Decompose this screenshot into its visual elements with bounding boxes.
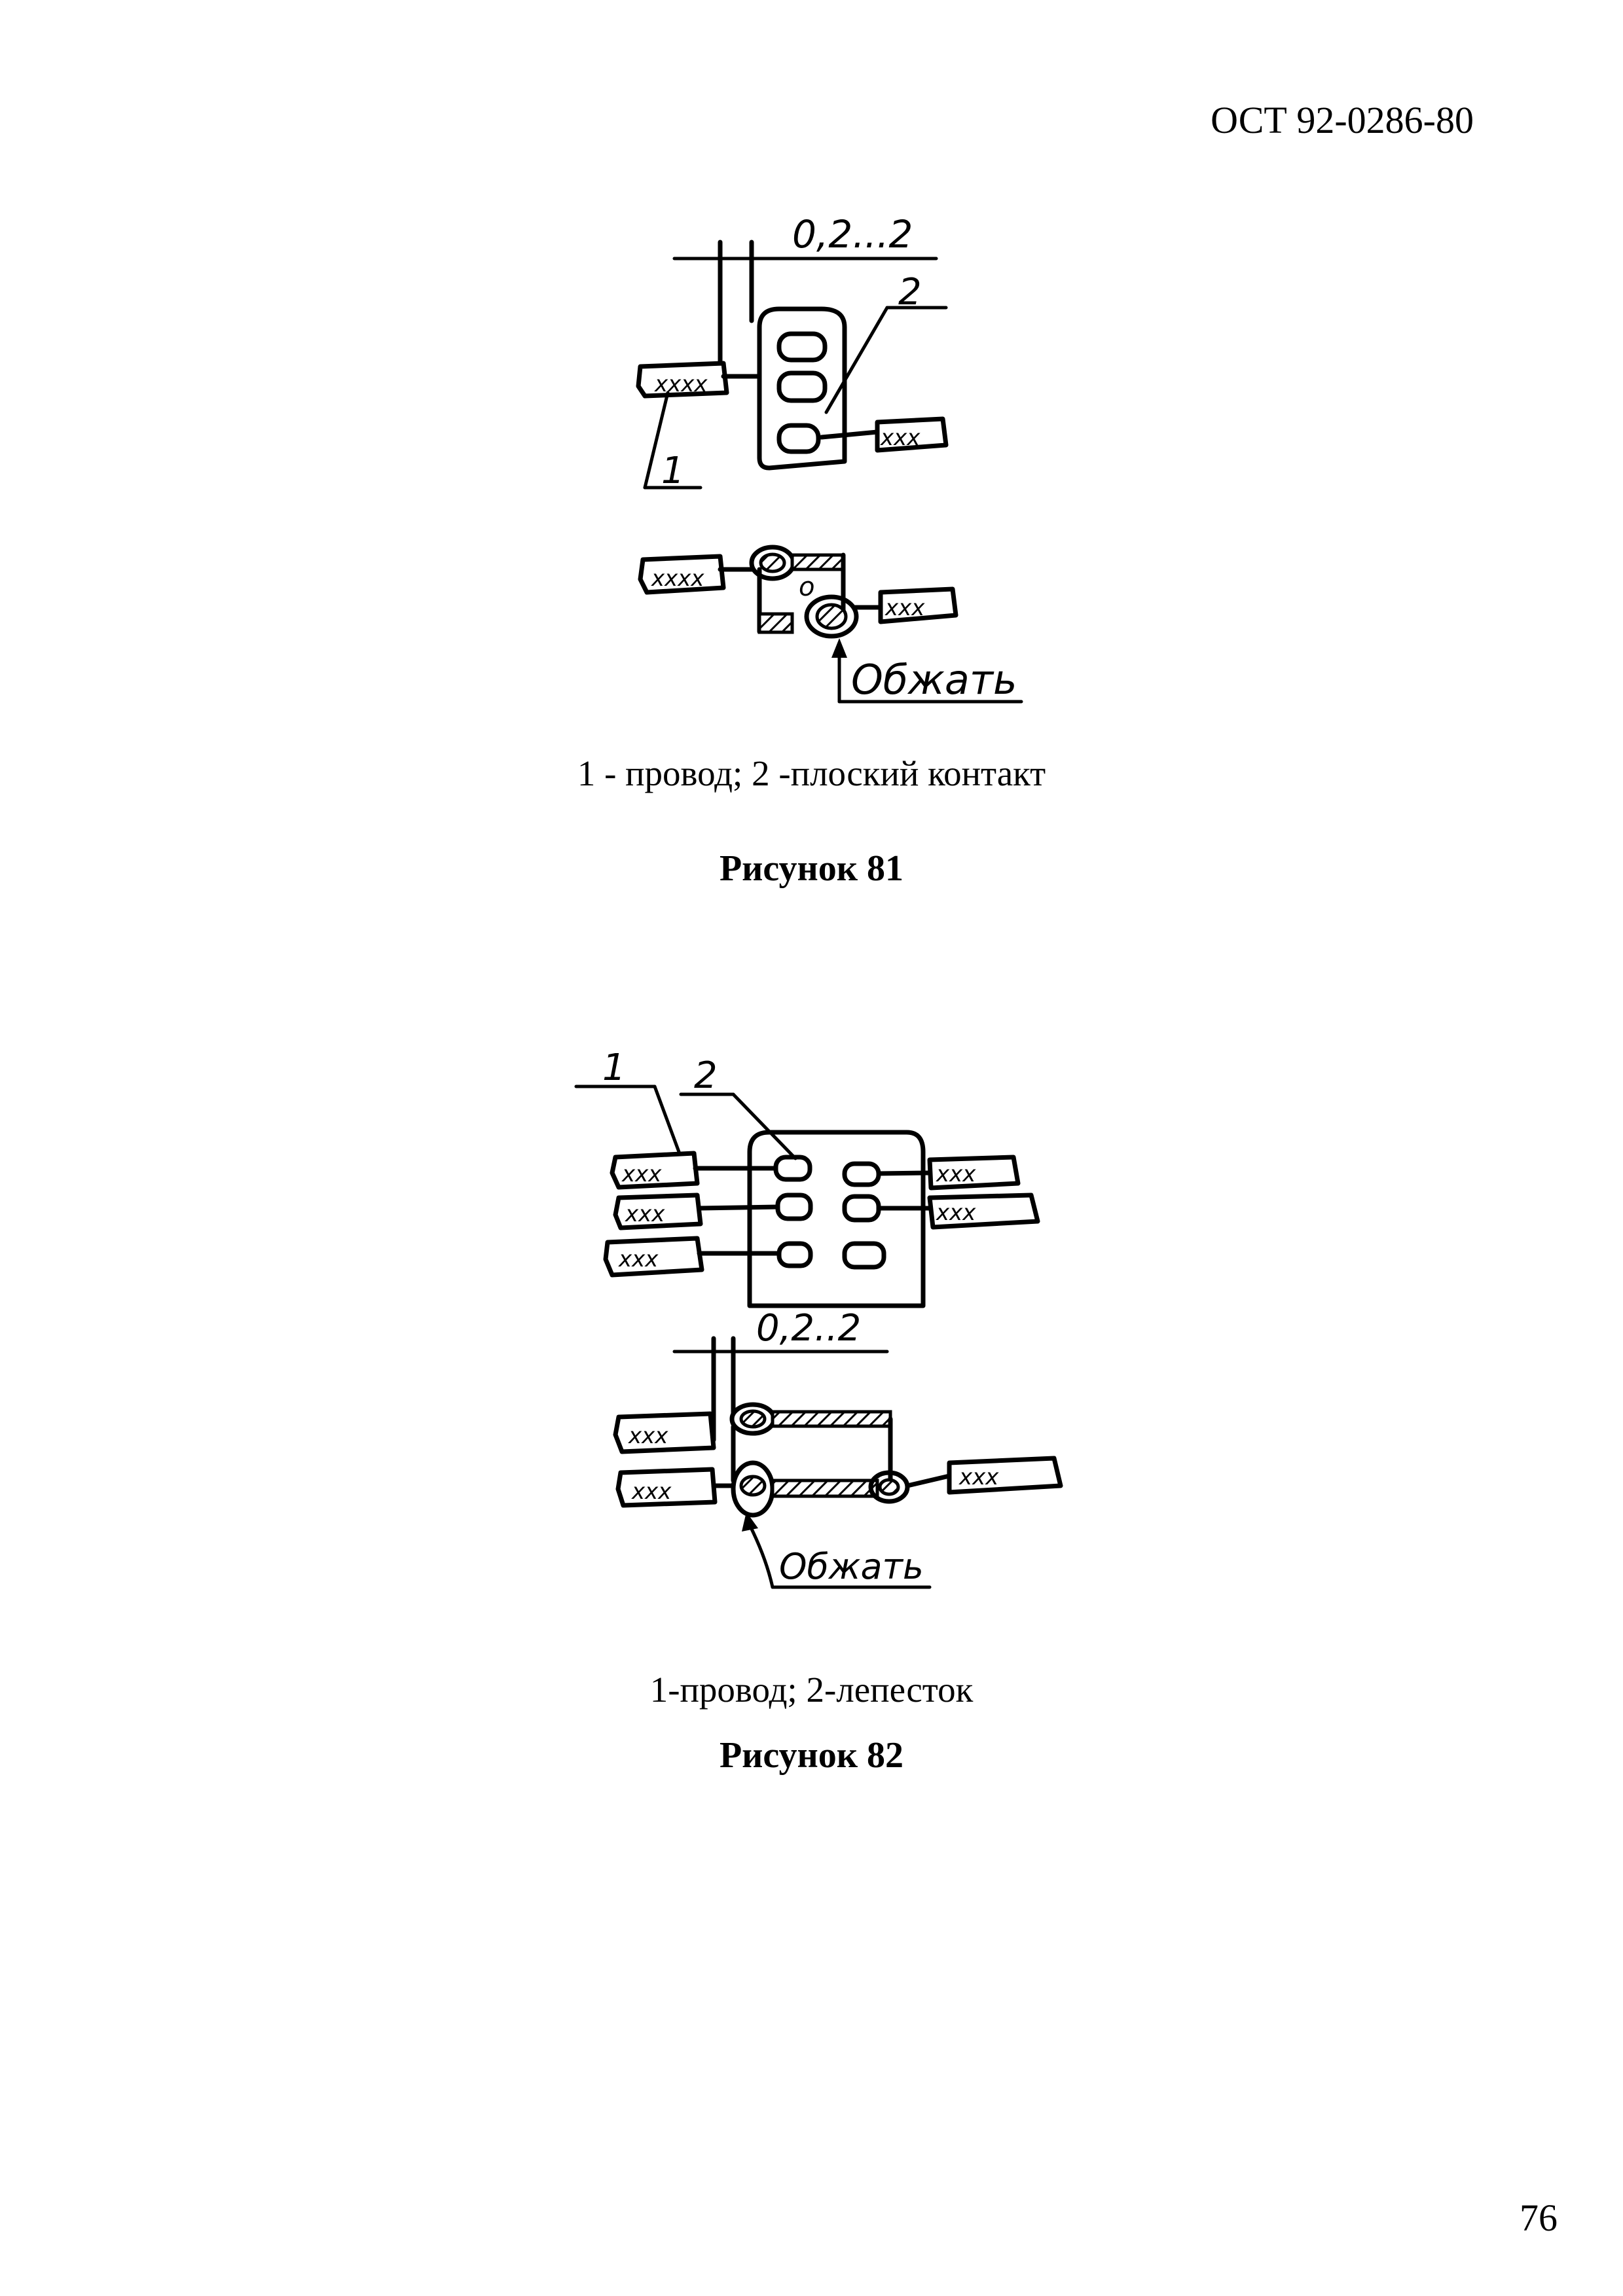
figure-81-drawing: 0,2...2 xxxx xxx 2 1 xyxy=(636,212,1023,704)
fig81-wire-right: xxx xyxy=(819,416,949,453)
fig82-dimension: 0,2..2 xyxy=(672,1307,889,1443)
page-number: 76 xyxy=(1520,2197,1558,2239)
document-code: ОСТ 92-0286-80 xyxy=(1211,99,1474,141)
fig82-crimp-label: Обжать xyxy=(779,1546,924,1587)
figure-82-title: Рисунок 82 xyxy=(719,1735,904,1776)
fig82-petal xyxy=(747,1130,926,1308)
fig82-dim-label: 0,2..2 xyxy=(756,1307,861,1350)
fig82-wire-mark-7: xxx xyxy=(631,1479,672,1505)
fig82-label-2: 2 xyxy=(694,1054,718,1097)
fig81-wire-mark-4: xxx xyxy=(884,595,925,621)
fig82-wire-mark-8: xxx xyxy=(958,1464,999,1490)
fig81-wire-left: xxxx xyxy=(636,361,762,399)
fig82-wire-mark-3: xxx xyxy=(618,1246,659,1272)
fig81-flat-contact xyxy=(757,306,847,471)
fig82-wire-mark-2: xxx xyxy=(625,1201,665,1227)
fig82-wire-mark-5: xxx xyxy=(936,1200,976,1226)
fig82-wires-right: xxx xxx xyxy=(876,1155,1040,1230)
fig81-leaders: 2 1 xyxy=(643,271,948,492)
fig81-wire-mark-1: xxxx xyxy=(654,371,708,397)
fig81-dim-label: 0,2...2 xyxy=(792,212,913,257)
figure-81-title: Рисунок 81 xyxy=(719,848,904,889)
figure-81-caption: 1 - провод; 2 -плоский контакт xyxy=(577,753,1046,793)
fig81-crimp-label: Обжать xyxy=(851,656,1017,704)
figure-82-caption: 1-провод; 2-лепесток xyxy=(649,1670,974,1710)
fig81-side-view: xxxx o xxx Обжать xyxy=(638,545,1023,704)
fig82-label-1: 1 xyxy=(602,1047,626,1089)
fig82-wire-mark-6: xxx xyxy=(628,1423,668,1449)
fig82-wires-left: xxx xxx xxx xyxy=(603,1151,782,1278)
fig81-wire-mark-2: xxx xyxy=(880,425,921,451)
fig82-wire-mark-4: xxx xyxy=(936,1161,976,1187)
fig82-side-view: xxx xxx xxx Обжать xyxy=(613,1402,1063,1589)
fig81-dimension: 0,2...2 xyxy=(672,212,938,382)
fig81-label-2: 2 xyxy=(898,271,922,314)
figure-82-drawing: 1 2 xxx xxx xxx xyxy=(574,1047,1063,1589)
fig81-wire-mark-3: xxxx xyxy=(651,565,704,592)
svg-text:o: o xyxy=(799,572,814,602)
fig82-wire-mark-1: xxx xyxy=(621,1161,662,1187)
fig81-label-1: 1 xyxy=(661,450,685,492)
